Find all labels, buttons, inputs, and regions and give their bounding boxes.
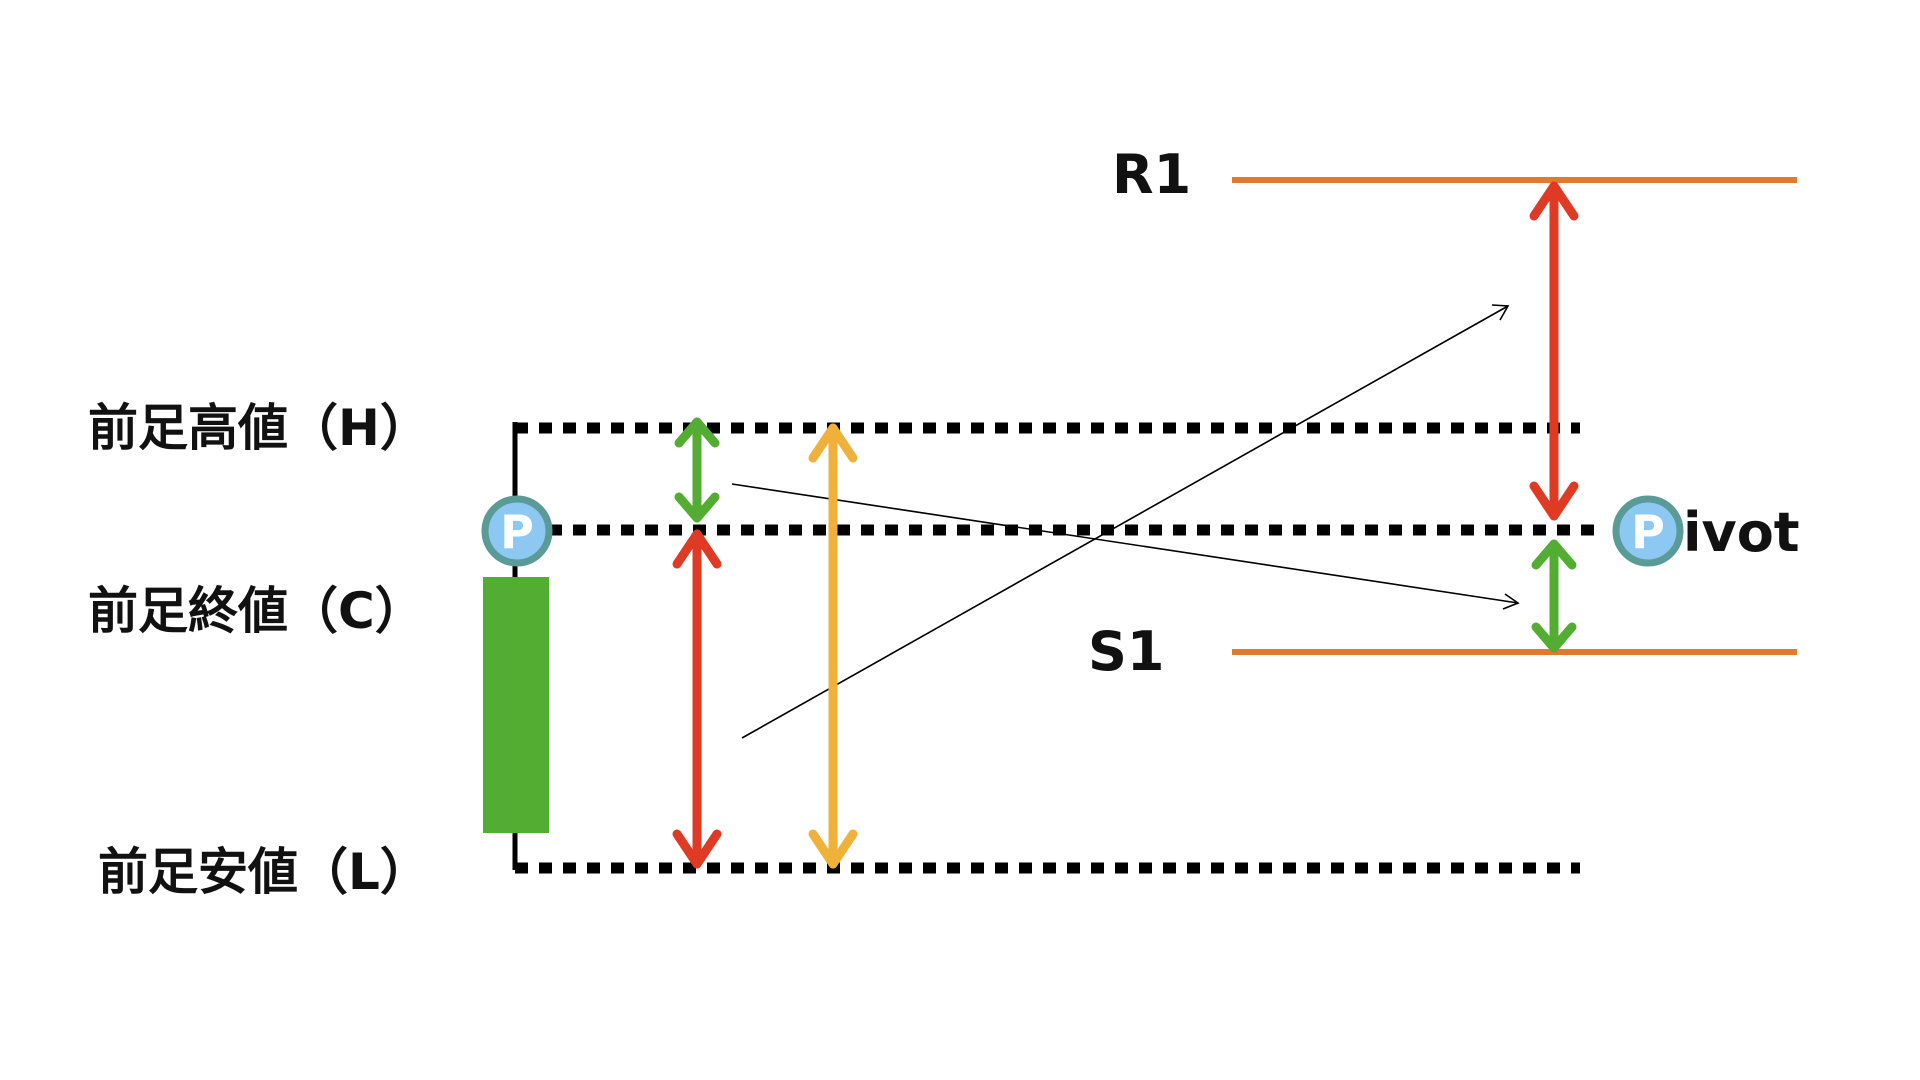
red-range-arrow-right bbox=[1529, 181, 1579, 521]
pivot-badge-right: P bbox=[1612, 495, 1684, 567]
connector-arrow-up-head bbox=[1491, 304, 1510, 321]
orange-range-arrow bbox=[808, 423, 858, 869]
candle-body bbox=[483, 577, 549, 833]
prev-close-label: 前足終値（C） bbox=[88, 582, 425, 640]
prev-low-label: 前足安値（L） bbox=[98, 843, 430, 901]
red-range-arrow-left bbox=[672, 529, 722, 869]
connector-arrow-up bbox=[741, 305, 1509, 739]
connector-arrow-down bbox=[731, 483, 1519, 604]
r1-label: R1 bbox=[1112, 143, 1192, 206]
pivot-badge-left: P bbox=[481, 495, 553, 567]
prev-high-label: 前足高値（H） bbox=[88, 399, 430, 457]
pivot-badge-right-letter: P bbox=[1631, 505, 1665, 559]
green-range-arrow-right bbox=[1531, 539, 1577, 653]
circle-p-icon bbox=[481, 495, 553, 567]
pivot-label: ivot bbox=[1683, 501, 1800, 564]
circle-p-icon bbox=[1612, 495, 1684, 567]
green-range-arrow-left bbox=[674, 417, 720, 523]
pivot-badge-left-letter: P bbox=[500, 505, 534, 559]
connector-arrow-down-head bbox=[1502, 593, 1520, 610]
s1-label: S1 bbox=[1088, 620, 1165, 683]
